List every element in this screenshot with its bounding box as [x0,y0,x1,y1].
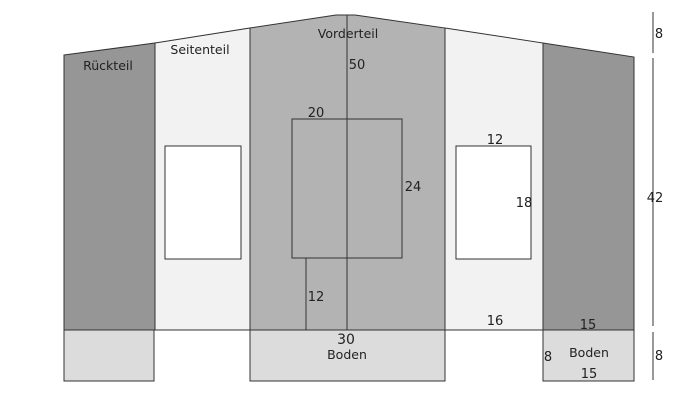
back-panel-right [542,42,635,331]
dim-boden-small-width: 15 [581,367,598,382]
dim-boden-small-height: 8 [544,350,552,365]
floor-panel-right [542,329,635,382]
label-boden-center: Boden [327,347,367,362]
label-seitenteil: Seitenteil [170,42,229,57]
dim-door-height: 12 [308,290,325,305]
window-left [164,145,242,260]
dim-front-window-width: 20 [308,106,325,121]
label-rueckteil: Rückteil [83,58,133,73]
dim-side-window-height: 18 [516,196,533,211]
window-right [455,145,532,260]
floor-panel-center [249,329,446,382]
dim-side-bottom-width: 16 [487,314,504,329]
dim-side-window-width: 12 [487,133,504,148]
dim-front-window-height: 24 [405,180,422,195]
back-panel-left [63,42,156,331]
label-boden-right: Boden [569,345,609,360]
dim-boden-width: 30 [337,332,355,348]
dim-floor-height: 8 [655,349,663,364]
dim-center-height: 50 [349,58,366,73]
label-vorderteil: Vorderteil [318,26,378,41]
floor-panel-left [63,329,155,382]
dim-back-bottom-width: 15 [580,318,597,333]
dim-roof-rise: 8 [655,27,663,42]
dim-wall-height: 42 [647,191,664,206]
